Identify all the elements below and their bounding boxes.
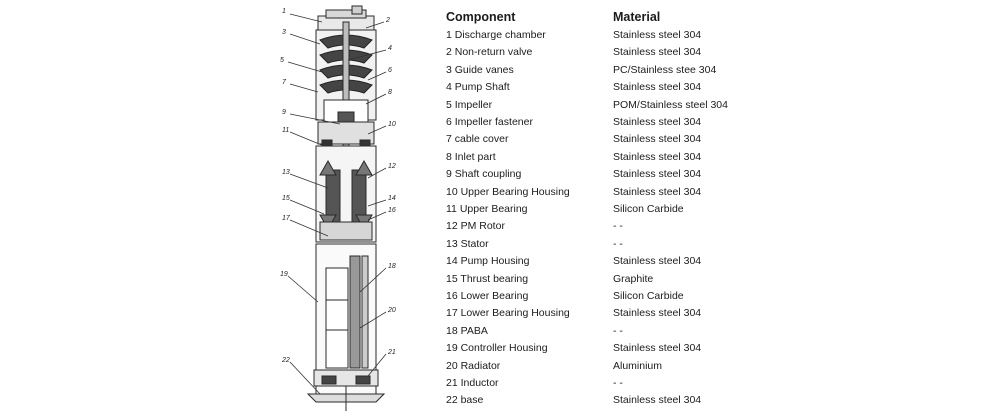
callout-3: 3 — [282, 29, 286, 36]
callout-9: 9 — [282, 109, 286, 116]
component-material: Graphite — [613, 272, 654, 285]
callout-7: 7 — [282, 79, 287, 86]
component-name: 17 Lower Bearing Housing — [446, 307, 570, 320]
table-row: 10 Upper Bearing Housing Stainless steel … — [446, 184, 746, 201]
callout-5: 5 — [280, 57, 284, 64]
component-name: 8 Inlet part — [446, 150, 496, 163]
callout-15: 15 — [282, 195, 290, 202]
pump-cross-section-diagram: 1 2 3 4 5 6 7 8 9 10 11 12 13 14 15 16 1… — [268, 0, 418, 411]
component-material: Silicon Carbide — [613, 203, 684, 215]
table-row: 3 Guide vanes PC/Stainless stee 304 — [446, 62, 746, 79]
component-name: 19 Controller Housing — [446, 342, 548, 355]
component-material: Stainless steel 304 — [613, 342, 702, 355]
table-row: 2 Non-return valve Stainless steel 304 — [446, 44, 746, 61]
component-material: - - — [613, 237, 623, 250]
table-row: 19 Controller Housing Stainless steel 304 — [446, 340, 746, 357]
callout-12: 12 — [388, 163, 396, 170]
table-row: 15 Thrust bearing Graphite — [446, 271, 746, 288]
component-name: 15 Thrust bearing — [446, 272, 529, 285]
table-row: 18 PABA - - — [446, 323, 746, 340]
table-row: 1 Discharge chamber Stainless steel 304 — [446, 27, 746, 44]
component-name: 12 PM Rotor — [446, 220, 505, 233]
callout-8: 8 — [388, 89, 392, 96]
callout-18: 18 — [388, 263, 396, 270]
component-material: - - — [613, 377, 623, 389]
component-name: 18 PABA — [446, 324, 488, 337]
callout-13: 13 — [282, 169, 290, 176]
callout-19: 19 — [280, 271, 288, 278]
table-row: 11 Upper Bearing Silicon Carbide — [446, 201, 746, 218]
component-name: 4 Pump Shaft — [446, 81, 510, 94]
table-row: 6 Impeller fastener Stainless steel 304 — [446, 114, 746, 131]
component-name: 1 Discharge chamber — [446, 29, 546, 41]
component-material: Stainless steel 304 — [613, 46, 702, 59]
component-name: 16 Lower Bearing — [446, 290, 529, 302]
component-name: 7 cable cover — [446, 133, 509, 146]
table-row: 16 Lower Bearing Silicon Carbide — [446, 288, 746, 305]
table-row: 5 Impeller POM/Stainless steel 304 — [446, 97, 746, 114]
table-row: 21 Inductor - - — [446, 375, 746, 392]
component-material: Stainless steel 304 — [613, 394, 702, 407]
component-name: 21 Inductor — [446, 377, 499, 389]
component-name: 5 Impeller — [446, 98, 493, 111]
component-material: Stainless steel 304 — [613, 150, 702, 163]
callout-1: 1 — [282, 8, 286, 15]
callout-16: 16 — [388, 207, 396, 214]
component-name: 11 Upper Bearing — [446, 203, 528, 215]
component-material: Stainless steel 304 — [613, 185, 702, 198]
component-material: - - — [613, 324, 623, 337]
component-name: 22 base — [446, 394, 484, 407]
component-name: 6 Impeller fastener — [446, 116, 533, 128]
component-material: Stainless steel 304 — [613, 29, 702, 41]
table-row: 9 Shaft coupling Stainless steel 304 — [446, 166, 746, 183]
component-material: Stainless steel 304 — [613, 255, 702, 268]
component-material: - - — [613, 220, 623, 233]
table-row: 22 base Stainless steel 304 — [446, 392, 746, 409]
callout-11: 11 — [282, 127, 289, 134]
component-name: 13 Stator — [446, 237, 489, 250]
component-name: 9 Shaft coupling — [446, 168, 522, 181]
callout-6: 6 — [388, 67, 392, 74]
header-component: Component — [446, 10, 516, 24]
component-material: Stainless steel 304 — [613, 133, 702, 146]
table-row: 4 Pump Shaft Stainless steel 304 — [446, 79, 746, 96]
component-name: 14 Pump Housing — [446, 255, 530, 268]
component-material: Stainless steel 304 — [613, 168, 702, 181]
upper-bearing-housing-shape — [317, 121, 375, 145]
table-row: 8 Inlet part Stainless steel 304 — [446, 149, 746, 166]
callout-17: 17 — [282, 215, 291, 222]
component-material: Stainless steel 304 — [613, 81, 702, 94]
component-name: 2 Non-return valve — [446, 46, 533, 59]
component-material: Stainless steel 304 — [613, 307, 702, 320]
component-name: 10 Upper Bearing Housing — [446, 185, 570, 198]
header-material: Material — [613, 10, 661, 24]
callout-21: 21 — [387, 349, 396, 356]
callout-labels: 1 2 3 4 5 6 7 8 9 10 11 12 13 14 15 16 1… — [280, 8, 396, 364]
component-name: 20 Radiator — [446, 359, 501, 372]
component-material: POM/Stainless steel 304 — [613, 98, 728, 111]
table-row: 7 cable cover Stainless steel 304 — [446, 131, 746, 148]
table-row: 20 Radiator Aluminium — [446, 358, 746, 375]
callout-20: 20 — [387, 307, 396, 314]
callout-2: 2 — [385, 17, 390, 24]
component-material: PC/Stainless stee 304 — [613, 63, 717, 76]
table-row: 17 Lower Bearing Housing Stainless steel … — [446, 305, 746, 322]
component-name: 3 Guide vanes — [446, 63, 514, 76]
component-material: Stainless steel 304 — [613, 116, 702, 128]
table-row: 14 Pump Housing Stainless steel 304 — [446, 253, 746, 270]
callout-4: 4 — [388, 45, 392, 52]
radiator-shape — [349, 255, 361, 369]
callout-14: 14 — [388, 195, 396, 202]
component-material: Silicon Carbide — [613, 290, 684, 302]
table-row: 13 Stator - - — [446, 236, 746, 253]
callout-10: 10 — [388, 121, 396, 128]
table-row: 12 PM Rotor - - — [446, 218, 746, 235]
callout-22: 22 — [281, 357, 290, 364]
component-material: Aluminium — [613, 359, 663, 372]
